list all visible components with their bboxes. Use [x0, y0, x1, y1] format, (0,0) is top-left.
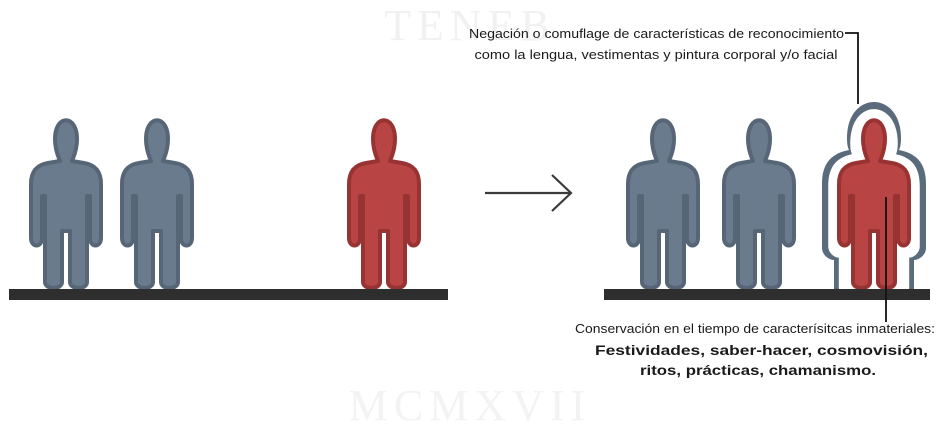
- left-ground-line: [9, 289, 448, 300]
- bottom-annotation-line-2: Festividades, saber-hacer, cosmovisión,: [595, 343, 928, 359]
- top-annotation: Negación o comuflage de características …: [469, 26, 844, 62]
- left-gray-person-2: [120, 118, 194, 290]
- watermark-top-text: TENEB: [384, 1, 556, 50]
- right-ground-line: [604, 289, 930, 300]
- bottom-annotation-line-1: Conservación en el tiempo de caracterísi…: [575, 321, 935, 336]
- left-red-person: [347, 118, 421, 290]
- bottom-annotation-line-3: ritos, prácticas, chamanismo.: [640, 363, 876, 379]
- top-leader-line: [845, 32, 859, 104]
- leader-lines: [845, 32, 887, 322]
- watermark: TENEB MCMXVII: [349, 1, 591, 429]
- bottom-annotation: Conservación en el tiempo de caracterísi…: [575, 321, 935, 379]
- right-arrow-icon: [485, 174, 573, 212]
- top-annotation-line-2: como la lengua, vestimentas y pintura co…: [475, 47, 838, 62]
- right-gray-person-2: [722, 118, 796, 290]
- top-annotation-line-1: Negación o comuflage de características …: [469, 26, 844, 41]
- right-gray-person-1: [626, 118, 700, 290]
- right-scene: [604, 102, 930, 300]
- watermark-bottom-text: MCMXVII: [349, 381, 591, 429]
- left-scene: [9, 118, 448, 300]
- left-gray-person-1: [29, 118, 103, 290]
